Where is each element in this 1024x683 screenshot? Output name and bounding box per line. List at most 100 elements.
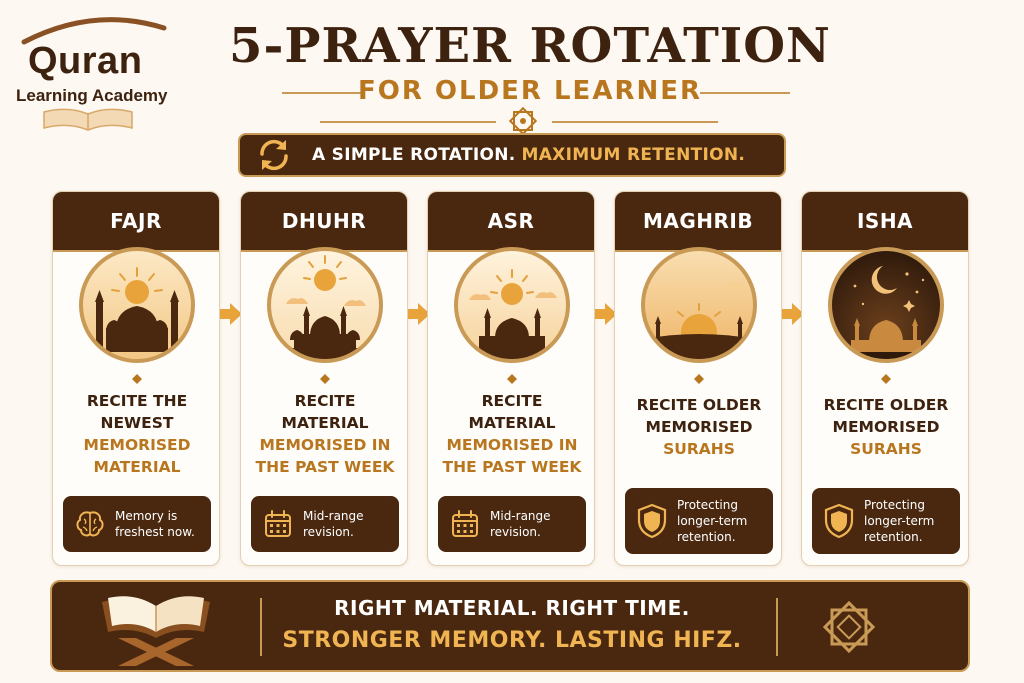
card-note: Mid-range revision.	[438, 496, 586, 552]
instruction-line: NEWEST	[100, 414, 174, 432]
logo-subtitle: Learning Academy	[16, 86, 168, 105]
isha-scene-icon	[828, 247, 944, 363]
footer-line-2: STRONGER MEMORY. LASTING HIFZ.	[282, 628, 742, 653]
diamond-ornament-icon	[320, 374, 330, 384]
card-header: MAGHRIB	[615, 192, 781, 252]
note-line: Mid-range	[303, 509, 364, 523]
arrow-right-icon	[408, 303, 430, 325]
instruction-line: RECITE THE	[86, 392, 188, 410]
prayer-card-isha: ISHA RECITE OLDE	[801, 191, 969, 566]
header-rule-right	[552, 121, 718, 123]
prayer-card-asr: ASR	[427, 191, 595, 566]
note-line: retention.	[864, 530, 923, 544]
prayer-name: ASR	[487, 209, 535, 233]
asr-scene-icon	[454, 247, 570, 363]
maghrib-scene-icon	[641, 247, 757, 363]
subtitle-rule-right	[700, 92, 790, 94]
card-header: DHUHR	[241, 192, 407, 252]
instruction-line: RECITE	[294, 392, 356, 410]
note-text: Mid-range revision.	[490, 508, 551, 540]
shield-icon	[824, 503, 854, 539]
card-instruction: RECITE MATERIAL MEMORISED IN THE PAST WE…	[432, 390, 592, 478]
footer-divider	[260, 598, 262, 656]
prayer-name: MAGHRIB	[642, 209, 754, 233]
note-line: revision.	[303, 525, 354, 539]
card-note: Memory is freshest now.	[63, 496, 211, 552]
page-title: 5-PRAYER ROTATION	[229, 18, 831, 74]
note-text: Mid-range revision.	[303, 508, 364, 540]
calendar-icon	[452, 510, 478, 537]
instruction-line: MATERIAL	[281, 414, 369, 432]
rotation-arrows-icon	[260, 139, 288, 171]
card-header: ISHA	[802, 192, 968, 252]
instruction-highlight: SURAHS	[850, 440, 922, 458]
prayer-card-dhuhr: DHUHR	[240, 191, 408, 566]
instruction-line: RECITE OLDER	[823, 396, 949, 414]
calendar-icon	[265, 510, 291, 537]
instruction-highlight: THE PAST WEEK	[255, 458, 395, 476]
quran-on-stand-icon	[102, 596, 210, 666]
note-line: Protecting	[864, 498, 925, 512]
diamond-ornament-icon	[694, 374, 704, 384]
header-rule-left	[320, 121, 496, 123]
tagline-accent: MAXIMUM RETENTION.	[521, 145, 746, 165]
fajr-scene-icon	[79, 247, 195, 363]
note-line: Protecting	[677, 498, 738, 512]
diamond-ornament-icon	[132, 374, 142, 384]
card-header: FAJR	[53, 192, 219, 252]
prayer-card-maghrib: MAGHRIB RECITE OLDER ME	[614, 191, 782, 566]
note-line: Memory is	[115, 509, 178, 523]
card-note: Mid-range revision.	[251, 496, 399, 552]
instruction-highlight: MEMORISED IN	[446, 436, 578, 454]
arrow-right-icon	[595, 303, 617, 325]
open-book-icon	[43, 108, 133, 131]
note-line: freshest now.	[115, 525, 195, 539]
prayer-card-fajr: FAJR	[52, 191, 220, 566]
instruction-highlight: THE PAST WEEK	[442, 458, 582, 476]
note-text: Memory is freshest now.	[115, 508, 195, 540]
academy-logo: Quran Learning Academy	[14, 10, 184, 131]
note-line: retention.	[677, 530, 736, 544]
instruction-highlight: SURAHS	[663, 440, 735, 458]
note-text: Protecting longer-term retention.	[677, 497, 747, 545]
card-instruction: RECITE OLDER MEMORISED SURAHS	[619, 394, 779, 460]
card-instruction: RECITE OLDER MEMORISED SURAHS	[806, 394, 966, 460]
footer-banner: RIGHT MATERIAL. RIGHT TIME. STRONGER MEM…	[50, 580, 970, 672]
instruction-highlight: MEMORISED IN	[259, 436, 391, 454]
instruction-highlight: MATERIAL	[93, 458, 181, 476]
diamond-ornament-icon	[881, 374, 891, 384]
prayer-name: ISHA	[856, 209, 914, 233]
tagline-text: A SIMPLE ROTATION.	[312, 145, 516, 165]
logo-name: Quran	[28, 40, 143, 82]
prayer-name: DHUHR	[281, 209, 367, 233]
arrow-right-icon	[782, 303, 804, 325]
card-header: ASR	[428, 192, 594, 252]
note-line: longer-term	[864, 514, 935, 528]
card-instruction: RECITE THE NEWEST MEMORISED MATERIAL	[57, 390, 217, 478]
diamond-ornament-icon	[507, 374, 517, 384]
star-ornament-icon	[822, 600, 876, 654]
subtitle-rule-left	[282, 92, 364, 94]
star-ornament-icon	[508, 106, 538, 136]
shield-icon	[637, 503, 667, 539]
instruction-line: RECITE	[481, 392, 543, 410]
note-line: longer-term	[677, 514, 748, 528]
page-subtitle: FOR OLDER LEARNER	[357, 76, 703, 106]
instruction-line: MEMORISED	[832, 418, 940, 436]
prayer-name: FAJR	[110, 209, 162, 233]
instruction-line: MATERIAL	[468, 414, 556, 432]
dhuhr-scene-icon	[267, 247, 383, 363]
instruction-line: MEMORISED	[645, 418, 753, 436]
footer-line-1: RIGHT MATERIAL. RIGHT TIME.	[334, 596, 690, 620]
instruction-line: RECITE OLDER	[636, 396, 762, 414]
logo-arc-icon	[21, 17, 167, 45]
arrow-right-icon	[220, 303, 242, 325]
card-instruction: RECITE MATERIAL MEMORISED IN THE PAST WE…	[245, 390, 405, 478]
instruction-highlight: MEMORISED	[83, 436, 191, 454]
note-line: Mid-range	[490, 509, 551, 523]
tagline-banner: A SIMPLE ROTATION. MAXIMUM RETENTION.	[238, 133, 786, 177]
note-text: Protecting longer-term retention.	[864, 497, 934, 545]
footer-divider	[776, 598, 778, 656]
brain-icon	[76, 511, 104, 537]
card-note: Protecting longer-term retention.	[812, 488, 960, 554]
